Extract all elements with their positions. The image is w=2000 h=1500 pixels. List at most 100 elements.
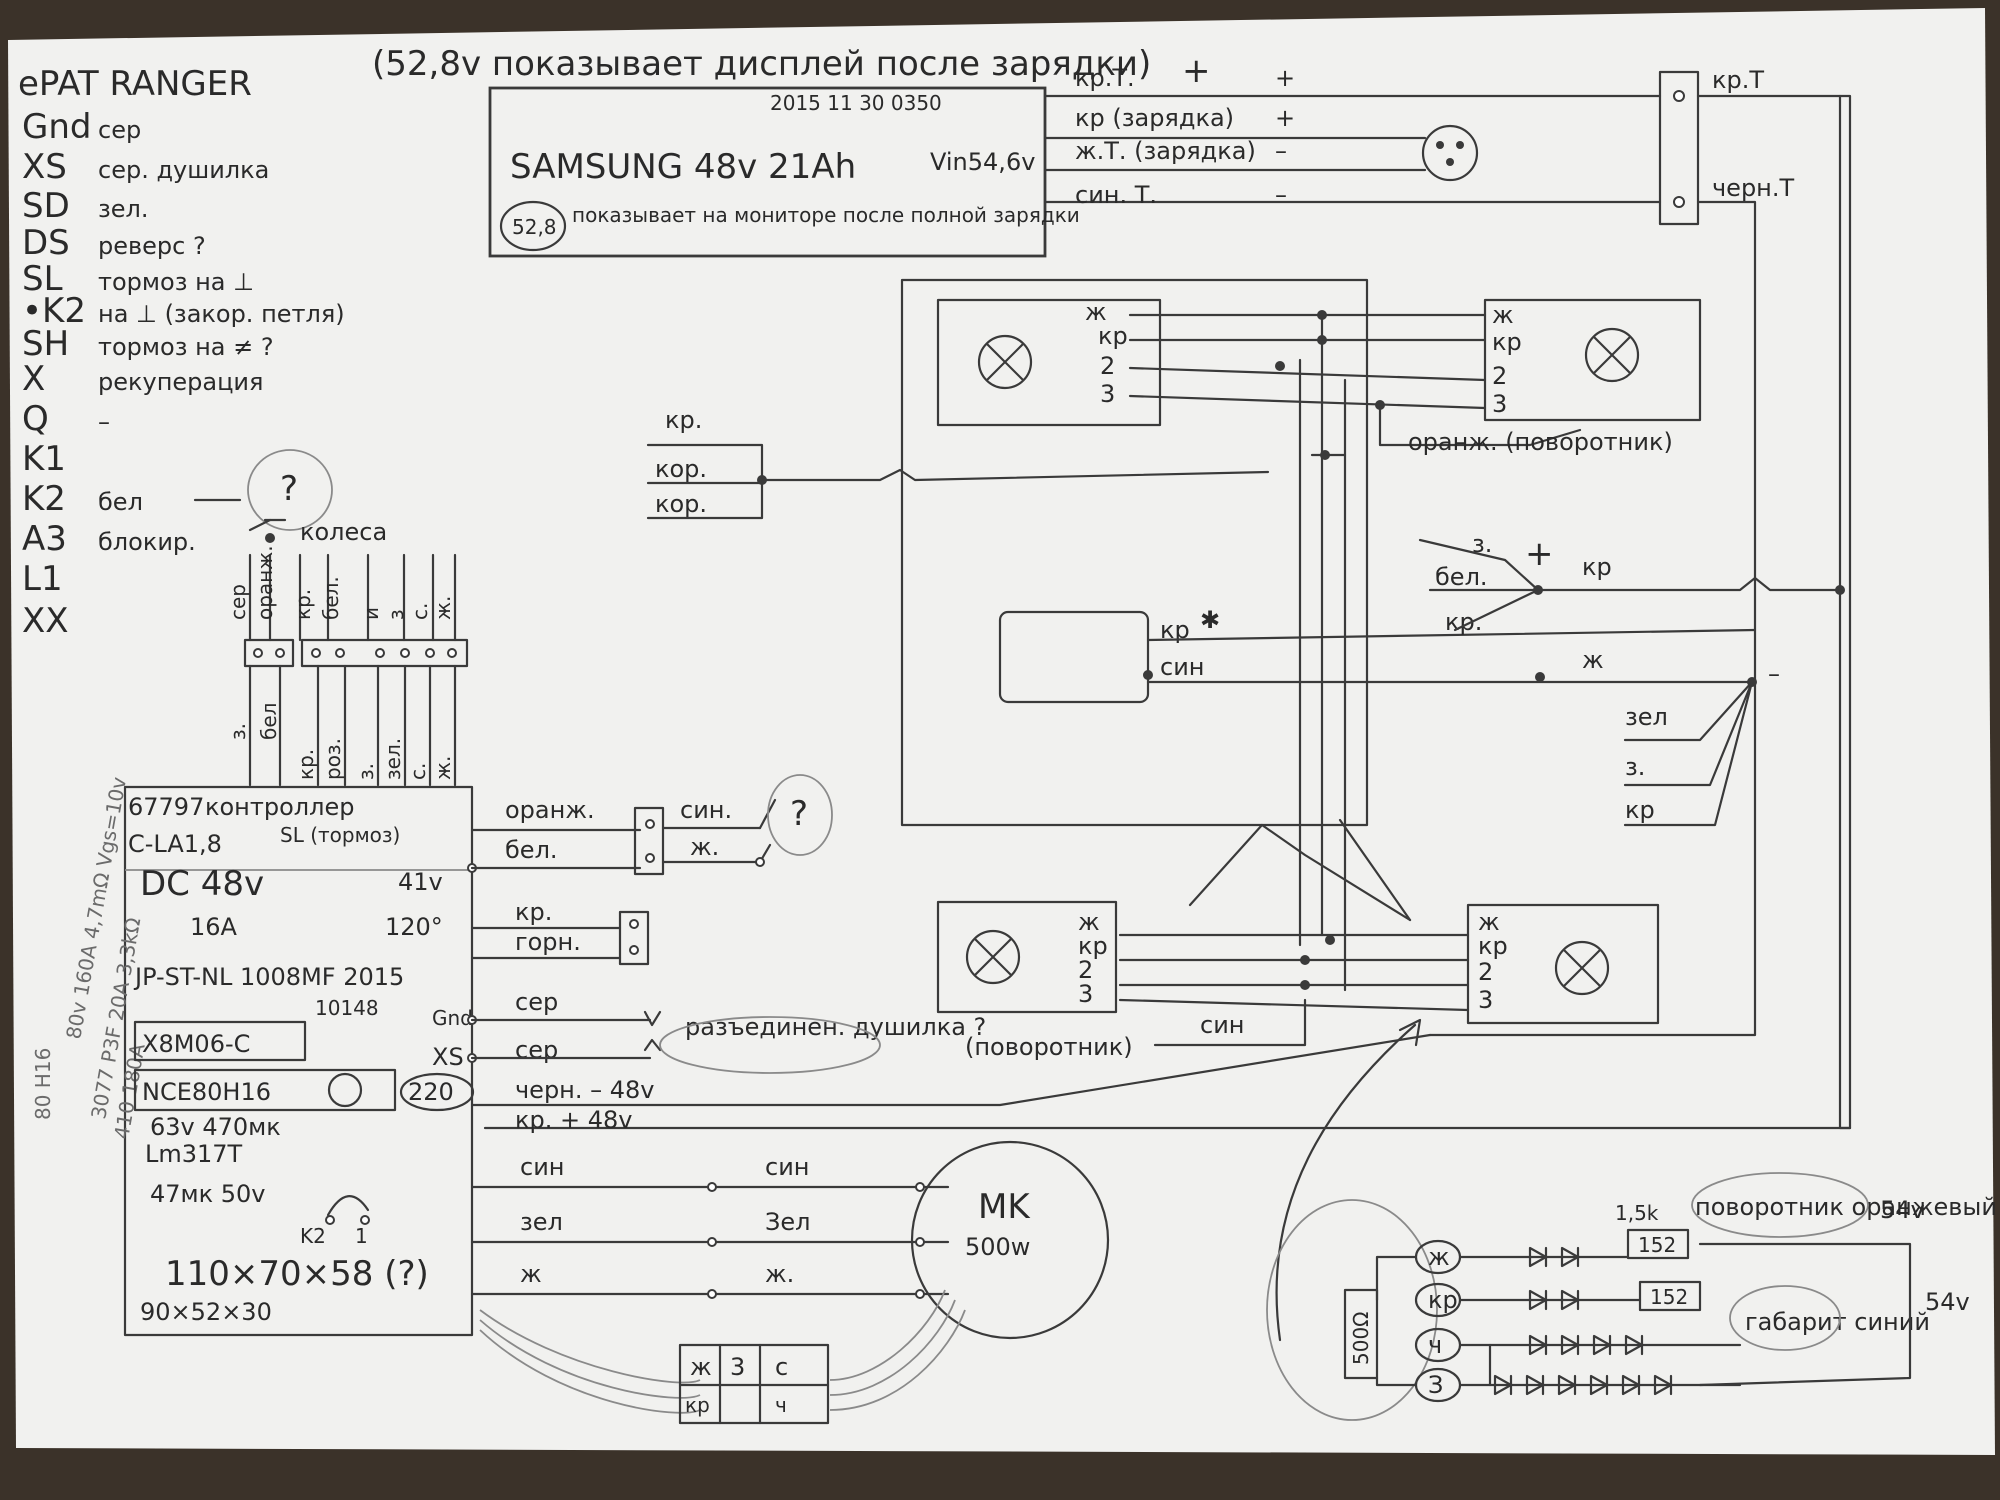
- svg-text:и: и: [359, 607, 383, 620]
- controller-k2: K2: [300, 1224, 326, 1248]
- legend-value: тормоз на ≠ ?: [98, 333, 274, 361]
- motor-wire-left: ж: [520, 1260, 542, 1288]
- controller-chip2: NCE80H16: [142, 1078, 271, 1106]
- svg-text:+: +: [1525, 534, 1554, 574]
- svg-text:кр: кр: [1625, 796, 1655, 824]
- svg-text:роз.: роз.: [321, 738, 345, 780]
- svg-text:ж: ж: [1492, 301, 1514, 329]
- motor-wire-left: син: [520, 1153, 564, 1181]
- svg-text:ж.: ж.: [431, 756, 455, 780]
- chip1-box: [133, 1020, 307, 1062]
- svg-text:бел.: бел.: [1435, 563, 1488, 591]
- controller-ic: Lm317T: [145, 1140, 243, 1168]
- legend-value: рекуперация: [98, 368, 263, 396]
- svg-text:кр: кр: [1492, 328, 1522, 356]
- legend-code: A3: [22, 519, 67, 559]
- svg-text:бел.: бел.: [505, 836, 558, 864]
- svg-text:2: 2: [1100, 352, 1115, 380]
- svg-text:зел.: зел.: [381, 738, 405, 780]
- controller-xs: XS: [432, 1043, 464, 1071]
- legend-question-mark: ?: [280, 469, 298, 509]
- svg-text:з.: з.: [354, 763, 378, 780]
- battery-terminal-block: [1658, 70, 1700, 226]
- legend-code: XX: [22, 601, 69, 641]
- led-pin: ж: [1428, 1243, 1450, 1271]
- paper-sheet: [8, 8, 1995, 1455]
- svg-text:черн. – 48v: черн. – 48v: [515, 1076, 655, 1104]
- wheel-connector-right: [300, 638, 469, 668]
- battery-block: (52,8v показывает дисплей после зарядки)…: [372, 44, 1842, 1037]
- lamp-bottom-left: ж кр 2 3: [936, 900, 1118, 1014]
- svg-text:ч: ч: [775, 1393, 787, 1417]
- svg-text:ж.: ж.: [690, 833, 719, 861]
- connector-left-group: кр. кор. кор.: [646, 406, 1270, 520]
- controller-cap2: 47мк 50v: [150, 1180, 266, 1208]
- svg-text:–: –: [1768, 660, 1780, 688]
- svg-text:ж: ж: [1078, 908, 1100, 936]
- battery-wire-label: син. Т.: [1075, 181, 1157, 209]
- svg-text:разъединен. душилка ?: разъединен. душилка ?: [685, 1013, 986, 1041]
- controller-gnd: Gnd: [432, 1006, 473, 1030]
- wheels-label: колеса: [300, 518, 387, 546]
- svg-text:3: 3: [1492, 390, 1507, 418]
- lamp-top-right: ж кр 2 3: [1483, 298, 1702, 422]
- led-r2: 152: [1650, 1285, 1688, 1309]
- legend-code: Gnd: [22, 107, 91, 147]
- svg-text:бел: бел: [257, 703, 281, 740]
- motor-power: 500w: [965, 1233, 1030, 1261]
- controller-lot: 10148: [315, 996, 379, 1020]
- svg-text:ж: ж: [690, 1353, 712, 1381]
- right-side-wiring: з. бел. кр. + кр ж – зел з. кр: [483, 94, 1852, 1130]
- battery-bottom-note: показывает на мониторе после полной заря…: [572, 203, 1080, 227]
- connector-label-1: кр.: [665, 406, 702, 434]
- battery-box: [488, 86, 1047, 258]
- lamp-bottom-right: ж кр 2 3: [1466, 903, 1660, 1025]
- led-pin: кр: [1428, 1286, 1458, 1314]
- motor-circle: [910, 1140, 1110, 1340]
- svg-text:кр: кр: [1098, 322, 1128, 350]
- svg-text:2: 2: [1478, 958, 1493, 986]
- connector-label-3: кор.: [655, 490, 707, 518]
- motor-wire-left: зел: [520, 1208, 563, 1236]
- battery-wire-sign: –: [1275, 137, 1287, 165]
- legend-value: на ⊥ (закор. петля): [98, 300, 345, 328]
- legend-value: зел.: [98, 195, 149, 223]
- led-v2: 54v: [1925, 1288, 1970, 1316]
- svg-text:кр: кр: [1478, 932, 1508, 960]
- svg-text:3: 3: [730, 1353, 745, 1381]
- motor-wire-right: Зел: [765, 1208, 811, 1236]
- legend-code: K2: [22, 479, 66, 519]
- terminal-bottom-label: черн.Т: [1712, 174, 1795, 202]
- svg-text:с.: с.: [408, 603, 432, 620]
- controller-chip2-value: 220: [408, 1078, 454, 1106]
- terminal-top-label: кр.Т: [1712, 66, 1764, 94]
- svg-text:кр: кр: [1582, 553, 1612, 581]
- question-circle: [247, 449, 333, 531]
- hall-connector: ж 3 с кр ч: [678, 1343, 830, 1425]
- legend-title: ePAT RANGER: [18, 64, 252, 104]
- legend-code: L1: [22, 559, 63, 599]
- motor-wire-right: син: [765, 1153, 809, 1181]
- svg-text:кр: кр: [1078, 932, 1108, 960]
- legend-code: •K2: [22, 291, 86, 331]
- battery-model: SAMSUNG 48v 21Ah: [510, 147, 856, 187]
- svg-text:кр.: кр.: [515, 898, 552, 926]
- battery-wires: кр.Т.+кр (зарядка)+ж.Т. (зарядка)–син. Т…: [1043, 64, 1662, 209]
- legend-code: Q: [22, 399, 49, 439]
- svg-text:3: 3: [1478, 986, 1493, 1014]
- controller-size1: 110×70×58 (?): [165, 1254, 429, 1294]
- controller-cap1: 63v 470мк: [150, 1113, 281, 1141]
- battery-circle: [499, 200, 567, 252]
- controller-size2: 90×52×30: [140, 1298, 272, 1326]
- legend-code: XS: [22, 147, 67, 187]
- svg-text:сер: сер: [515, 988, 558, 1016]
- charge-port: [1421, 124, 1479, 182]
- svg-text:ж.: ж.: [431, 596, 455, 620]
- svg-text:2: 2: [1492, 362, 1507, 390]
- legend-value: сер. душилка: [98, 156, 269, 184]
- chip2-box: [133, 1068, 397, 1112]
